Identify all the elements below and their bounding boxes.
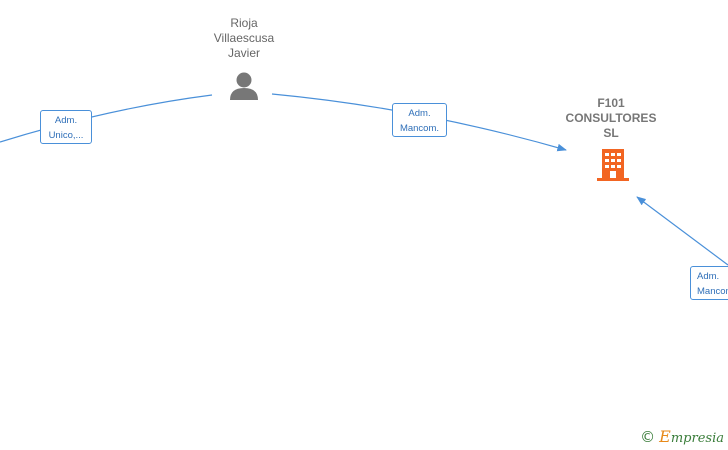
edge-label-middle-line1: Adm. xyxy=(408,108,431,119)
edge-label-right[interactable]: Adm. Mancom. xyxy=(690,266,728,300)
company-name-line1: F101 xyxy=(597,96,625,110)
company-name-line3: SL xyxy=(603,126,619,140)
empresia-watermark: ©Empresia xyxy=(640,427,724,446)
company-name-line2: CONSULTORES xyxy=(565,111,657,125)
edge-label-left-line1: Adm. xyxy=(54,115,78,126)
edge-label-left[interactable]: Adm. Unico,... xyxy=(40,110,92,144)
person-name-line1: Rioja xyxy=(230,16,258,30)
edge-left xyxy=(0,94,213,143)
person-name-line2: Villaescusa xyxy=(213,31,275,45)
person-icon[interactable] xyxy=(230,72,258,101)
person-name-label[interactable]: Rioja Villaescusa Javier xyxy=(194,16,294,61)
company-name-label[interactable]: F101 CONSULTORES SL xyxy=(551,96,671,141)
copyright-icon: © xyxy=(640,428,656,446)
edge-label-left-line2: Unico,... xyxy=(48,130,84,141)
brand-initial: E xyxy=(659,427,671,446)
brand-name: mpresia xyxy=(670,431,724,446)
edge-label-middle[interactable]: Adm. Mancom. xyxy=(392,103,447,137)
edge-label-right-line2: Mancom. xyxy=(697,286,728,297)
edge-label-middle-line2: Mancom. xyxy=(399,123,440,134)
building-icon[interactable] xyxy=(597,149,629,181)
person-name-line3: Javier xyxy=(227,46,260,60)
edge-right xyxy=(636,196,728,266)
edge-label-right-line1: Adm. xyxy=(697,271,720,282)
